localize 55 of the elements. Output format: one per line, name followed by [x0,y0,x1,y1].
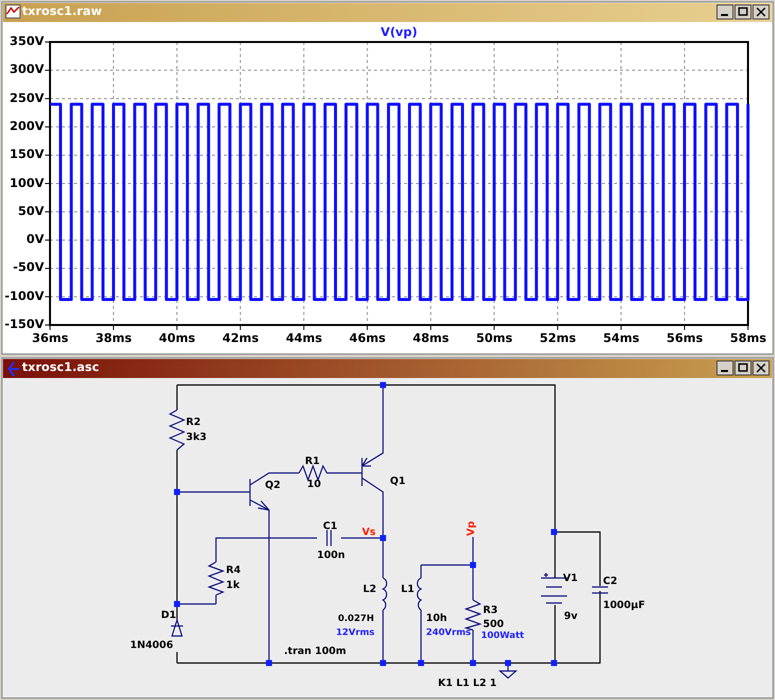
component-label: V1 [563,573,578,585]
component-label: R3 [483,605,498,617]
axis-tick-label: 350V [8,35,44,47]
chart-title: V(vp) [380,26,418,38]
component-value: 0.027H [338,613,374,625]
spice-directive: K1 L1 L2 1 [438,678,497,690]
axis-tick-label: 58ms [730,332,766,344]
axis-tick-label: 46ms [349,332,386,344]
component-label: R4 [226,565,241,577]
axis-tick-label: 44ms [286,332,322,344]
component-value: 1N4006 [130,640,174,652]
axis-tick-label: -150V [4,318,44,330]
axis-tick-label: 50ms [476,332,512,344]
axis-tick-label: 50V [17,204,44,217]
component-value: 1000µF [603,600,646,612]
component-value: 100n [317,550,345,562]
component-value: 1k [226,580,240,592]
axis-tick-label: 38ms [95,332,132,344]
resistor-power-note: 100Watt [481,630,524,642]
component-label: C1 [323,521,338,533]
window-title: txrosc1.raw [22,5,102,17]
component-value: 500 [483,619,504,631]
axis-tick-label: 150V [8,148,44,160]
spice-directive: .tran 100m [284,646,346,658]
inductor-voltage-note: 240Vrms [426,627,471,639]
axis-tick-label: 0V [25,233,44,246]
component-value: 3k3 [186,432,207,444]
axis-tick-label: -100V [4,290,44,302]
component-value: 10h [426,613,448,625]
axis-tick-label: 36ms [32,332,68,344]
axis-tick-label: 100V [8,176,44,188]
net-label: Vs [362,527,376,539]
net-label: Vp [466,521,478,536]
axis-tick-label: -50V [12,261,44,274]
axis-tick-label: 42ms [222,332,258,344]
component-label: L2 [363,584,376,596]
axis-tick-label: 54ms [603,332,640,344]
component-label: C2 [603,576,618,588]
component-value: 10 [307,479,321,491]
component-label: R1 [305,456,320,468]
axis-tick-label: 56ms [666,332,703,344]
axis-tick-label: 40ms [158,332,195,344]
axis-tick-label: 200V [8,120,44,132]
component-label: D1 [161,610,176,622]
component-label: L1 [401,584,414,596]
component-label: R2 [186,417,201,429]
component-label: Q2 [265,480,280,492]
component-label: Q1 [390,476,406,488]
axis-tick-label: 52ms [540,332,576,344]
inductor-voltage-note: 12Vrms [336,627,375,639]
axis-tick-label: 300V [8,63,44,76]
axis-tick-label: 48ms [412,332,449,344]
axis-tick-label: 250V [8,92,44,104]
window-title: txrosc1.asc [22,361,100,373]
component-value: 9v [564,611,578,623]
